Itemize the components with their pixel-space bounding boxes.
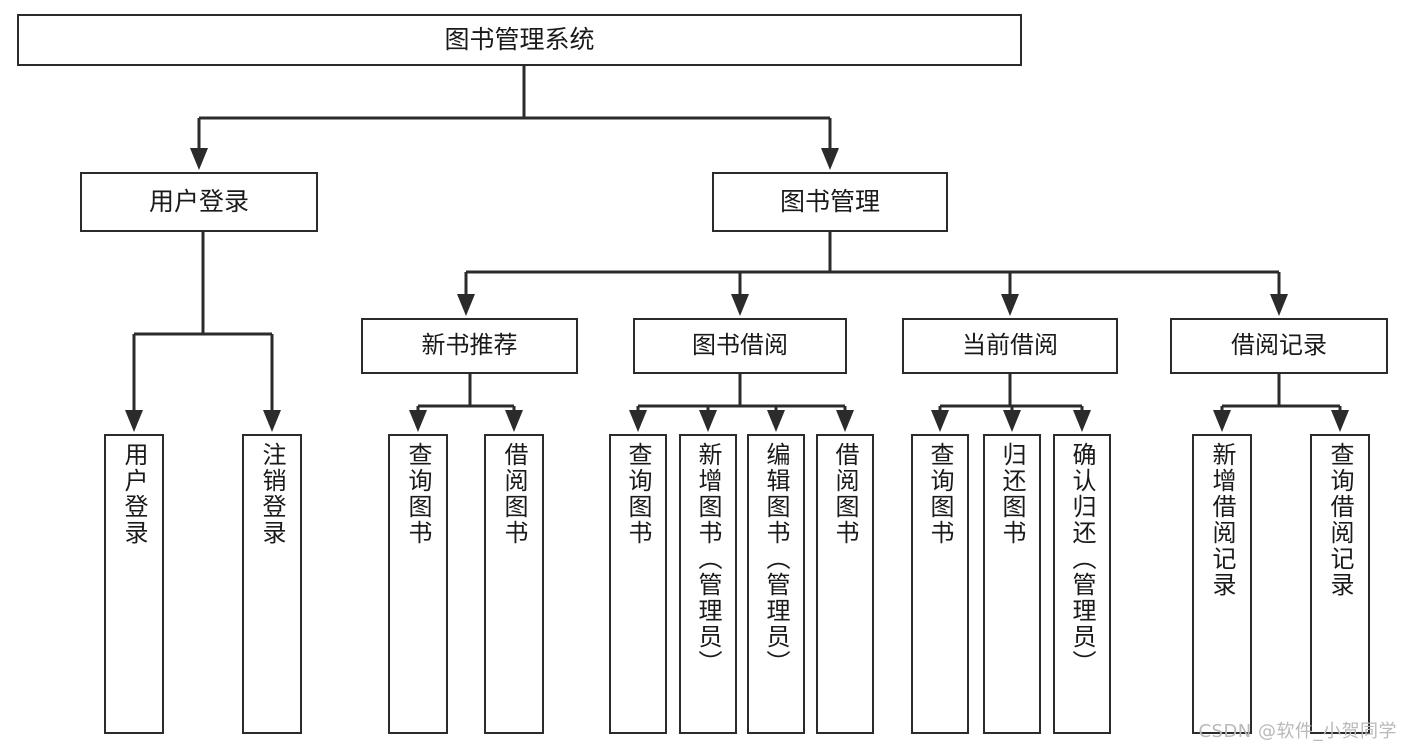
node-new-book-recommend[interactable]: 新书推荐 xyxy=(361,318,578,374)
edge-user-login-a-head xyxy=(125,410,143,432)
node-label: 借阅图书 xyxy=(500,442,528,546)
node-leaf-query-book-recommend[interactable]: 查询图书 xyxy=(388,434,448,734)
edge-bm-to-record-head xyxy=(1270,294,1288,316)
node-label: 确认归还（管理员） xyxy=(1068,442,1096,676)
edge-borrow-b-head xyxy=(699,410,717,432)
node-label: 查询图书 xyxy=(926,442,954,546)
node-leaf-borrow-book[interactable]: 借阅图书 xyxy=(816,434,874,734)
node-leaf-borrow-book-recommend[interactable]: 借阅图书 xyxy=(484,434,544,734)
node-leaf-query-borrow-record[interactable]: 查询借阅记录 xyxy=(1310,434,1370,734)
edge-borrow-c-head xyxy=(767,410,785,432)
node-label: 借阅记录 xyxy=(1231,331,1327,360)
node-label: 图书借阅 xyxy=(692,331,788,360)
node-label: 借阅图书 xyxy=(831,442,859,546)
node-label: 查询借阅记录 xyxy=(1326,442,1354,598)
node-label: 查询图书 xyxy=(404,442,432,546)
node-label: 图书管理系统 xyxy=(444,24,595,54)
csdn-watermark: CSDN @软件_小贺同学 xyxy=(1198,721,1397,742)
edge-record-b-head xyxy=(1331,410,1349,432)
node-leaf-edit-book-admin[interactable]: 编辑图书（管理员） xyxy=(747,434,805,734)
edge-current-a-head xyxy=(931,410,949,432)
node-label: 查询图书 xyxy=(624,442,652,546)
node-leaf-add-book-admin[interactable]: 新增图书（管理员） xyxy=(679,434,737,734)
edge-user-login-b-head xyxy=(263,410,281,432)
node-user-login[interactable]: 用户登录 xyxy=(80,172,318,232)
node-leaf-return-book[interactable]: 归还图书 xyxy=(983,434,1041,734)
node-label: 新书推荐 xyxy=(421,331,518,360)
edge-current-b-head xyxy=(1003,410,1021,432)
node-leaf-query-book-current[interactable]: 查询图书 xyxy=(911,434,969,734)
node-label: 当前借阅 xyxy=(962,331,1058,360)
edge-bm-to-current-head xyxy=(1001,294,1019,316)
node-leaf-logout[interactable]: 注销登录 xyxy=(242,434,302,734)
node-label: 图书管理 xyxy=(779,186,880,216)
edge-borrow-d-head xyxy=(836,410,854,432)
node-leaf-user-login[interactable]: 用户登录 xyxy=(104,434,164,734)
node-book-manage[interactable]: 图书管理 xyxy=(712,172,948,232)
edge-bm-to-borrow-head xyxy=(731,294,749,316)
node-label: 归还图书 xyxy=(998,442,1026,546)
edge-bm-to-recommend-head xyxy=(457,294,475,316)
node-label: 注销登录 xyxy=(258,442,286,546)
node-book-borrow[interactable]: 图书借阅 xyxy=(633,318,847,374)
node-label: 用户登录 xyxy=(120,442,148,546)
edge-current-c-head xyxy=(1073,410,1091,432)
edge-root-to-user-login-head xyxy=(190,148,208,170)
node-label: 新增借阅记录 xyxy=(1208,442,1236,598)
edge-borrow-a-head xyxy=(629,410,647,432)
edge-record-a-head xyxy=(1213,410,1231,432)
node-leaf-add-borrow-record[interactable]: 新增借阅记录 xyxy=(1192,434,1252,734)
node-label: 编辑图书（管理员） xyxy=(762,442,790,676)
node-current-borrow[interactable]: 当前借阅 xyxy=(902,318,1118,374)
node-leaf-query-book-borrow[interactable]: 查询图书 xyxy=(609,434,667,734)
node-borrow-record[interactable]: 借阅记录 xyxy=(1170,318,1388,374)
edge-recommend-b-head xyxy=(505,410,523,432)
node-label: 新增图书（管理员） xyxy=(694,442,722,676)
node-leaf-confirm-return-admin[interactable]: 确认归还（管理员） xyxy=(1053,434,1111,734)
node-root[interactable]: 图书管理系统 xyxy=(17,14,1022,66)
edge-recommend-a-head xyxy=(409,410,427,432)
node-label: 用户登录 xyxy=(148,186,249,216)
edge-root-to-book-manage-head xyxy=(821,148,839,170)
